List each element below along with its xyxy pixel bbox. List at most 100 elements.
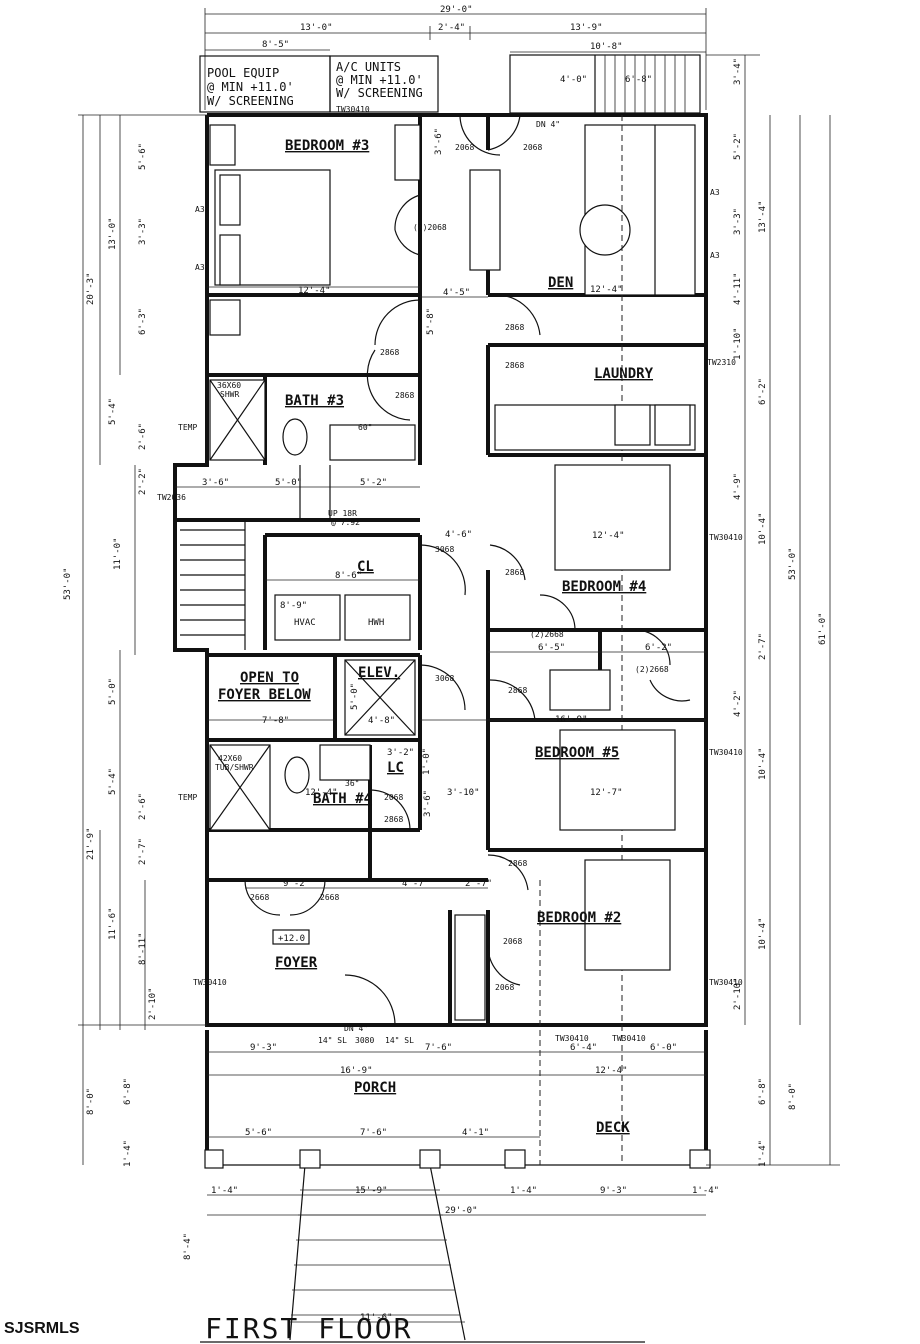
dim-left-j: 5'-0" (108, 678, 118, 705)
dim-porch-d: 6'-0" (650, 1043, 677, 1053)
door-tag-3068-b: 3068 (435, 674, 454, 683)
note-pool-line1: POOL EQUIP (207, 66, 279, 80)
dim-right-a: 3'-4" (733, 58, 743, 85)
door-tag-3080: 3080 (355, 1036, 374, 1045)
dim-left-overall: 53'-0" (63, 567, 73, 600)
door-tag-2668-b: 2668 (320, 893, 339, 902)
dim-left-d: 3'-3" (138, 218, 148, 245)
dim-right-g: 6'-2" (758, 378, 768, 405)
door-tag-2-2668-b: (2)2668 (635, 665, 669, 674)
dim-left-o: 11'-6" (108, 907, 118, 940)
note-pool-line2: @ MIN +11.0' (207, 80, 294, 94)
dim-porch-i: 4'-1" (462, 1128, 489, 1138)
dim-porch-b: 7'-6" (425, 1043, 452, 1053)
door-tag-2068-d: 2068 (503, 937, 522, 946)
furniture (209, 115, 696, 1165)
dim-right-e: 4'-11" (733, 272, 743, 305)
note-ac-line2: @ MIN +11.0' (336, 73, 423, 87)
door-tag-3068-a: 3068 (435, 545, 454, 554)
dim-bottom-c: 1'-4" (510, 1186, 537, 1196)
dim-stair-b: 5'-0" (275, 478, 302, 488)
dim-hall-2: 5'-8" (426, 308, 436, 335)
label-elevator: ELEV. (358, 665, 400, 681)
dim-left-p: 8'-11" (138, 932, 148, 965)
a3-label-3: A3 (710, 188, 720, 197)
door-tag-2868-c: 2868 (505, 323, 524, 332)
a3-label-2: A3 (195, 263, 205, 272)
dim-right-total: 61'-0" (818, 612, 828, 645)
dim-hall-3: 4'-6" (445, 530, 472, 540)
drawing-title-text: FIRST FLOOR (205, 1312, 412, 1344)
drawing-title: FIRST FLOOR (200, 1312, 645, 1344)
dim-pool-width: 8'-5" (262, 40, 289, 50)
label-closet: CL (357, 559, 374, 575)
dim-right-m: 10'-4" (758, 917, 768, 950)
dim-bedroom4-width: 12'-4" (592, 531, 625, 541)
stair-down-top: DN 4" (536, 120, 560, 129)
dim-closet-width: 8'-6" (335, 571, 362, 581)
dim-left-r: 8'-0" (86, 1088, 96, 1115)
label-bedroom4: BEDROOM #4 (562, 579, 646, 595)
dim-left-k: 5'-4" (108, 768, 118, 795)
dim-bottom-e: 1'-4" (692, 1186, 719, 1196)
door-tag-2868-h: 2868 (508, 859, 527, 868)
dim-right-q: 1'-4" (758, 1140, 768, 1167)
vanity-size-bath4: 36" (345, 779, 359, 788)
vanity-bath3 (329, 424, 416, 461)
door-tag-2868-g: 2868 (384, 815, 403, 824)
label-lc: LC (387, 760, 404, 776)
dim-elevator-height: 5'-0" (350, 683, 360, 710)
room-labels: BEDROOM #3 DEN LAUNDRY BATH #3 BEDROOM #… (218, 138, 654, 1136)
dim-left-c: 5'-6" (138, 143, 148, 170)
door-tag-2868-f: 2868 (508, 686, 527, 695)
label-bedroom3: BEDROOM #3 (285, 138, 369, 154)
dim-right-l: 10'-4" (758, 747, 768, 780)
window-tag-foyer: TW30410 (193, 978, 227, 987)
window-tag-stair: TW2036 (157, 493, 186, 502)
dim-right-i: 10'-4" (758, 512, 768, 545)
dim-right-d: 13'-4" (758, 200, 768, 233)
door-tag-2-2068: (2)2068 (413, 223, 447, 232)
dim-bottom-total: 29'-0" (445, 1206, 478, 1216)
dim-right-j: 2'-7" (758, 633, 768, 660)
dim-left-g: 2'-6" (138, 423, 148, 450)
interior-stair (180, 465, 331, 650)
dim-front-stair-width: 11'-6" (360, 1313, 393, 1323)
dim-bottom-d: 9'-3" (600, 1186, 627, 1196)
bed-bedroom4 (554, 464, 671, 571)
exterior-stair-top (509, 54, 701, 114)
shower-size-bath3: 36X60 (217, 381, 241, 390)
door-tag-2068-a: 2068 (455, 143, 474, 152)
dim-left-n: 2'-7" (138, 838, 148, 865)
dim-porch-a: 9'-3" (250, 1043, 277, 1053)
label-bedroom2: BEDROOM #2 (537, 910, 621, 926)
dim-overall-width: 29'-0" (440, 5, 473, 15)
note-ac-line3: W/ SCREENING (336, 86, 423, 100)
dim-porch-g: 5'-6" (245, 1128, 272, 1138)
dim-hall-5: 3'-6" (423, 790, 433, 817)
bed-bedroom2 (584, 859, 671, 971)
door-swings (244, 114, 691, 1026)
label-hwh: HWH (368, 618, 384, 628)
dim-porch-f: 12'-4" (595, 1066, 628, 1076)
label-bedroom5: BEDROOM #5 (535, 745, 619, 761)
dim-bottom-b: 15'-9" (355, 1186, 388, 1196)
exterior-walls (173, 113, 708, 1166)
door-tag-2-2668-a: (2)2668 (530, 630, 564, 639)
bed-bedroom5 (559, 729, 676, 831)
shower-label-bath4: TUB/SHWR (215, 763, 254, 772)
left-dimensions: 53'-0" 20'-3" 13'-0" 5'-6" 3'-3" 6'-3" 5… (63, 114, 207, 1260)
dim-porch-e: 16'-9" (340, 1066, 373, 1076)
top-dimensions: 29'-0" 13'-0" 2'-4" 13'-9" 8'-5" 10'-8" … (204, 5, 707, 110)
round-table-den (579, 204, 631, 256)
dim-right-b: 5'-2" (733, 133, 743, 160)
label-bath3: BATH #3 (285, 393, 344, 409)
dim-stair-a: 3'-6" (202, 478, 229, 488)
mls-watermark: SJSRMLS (4, 1320, 80, 1337)
stair-down-bottom: DN 4" (344, 1024, 368, 1033)
dim-left-m: 21'-9" (86, 827, 96, 860)
dim-bedroom5-span: 16'-9" (555, 715, 588, 725)
door-tag-2668-a: 2668 (250, 893, 269, 902)
temp-label-bath4: TEMP (178, 793, 197, 802)
